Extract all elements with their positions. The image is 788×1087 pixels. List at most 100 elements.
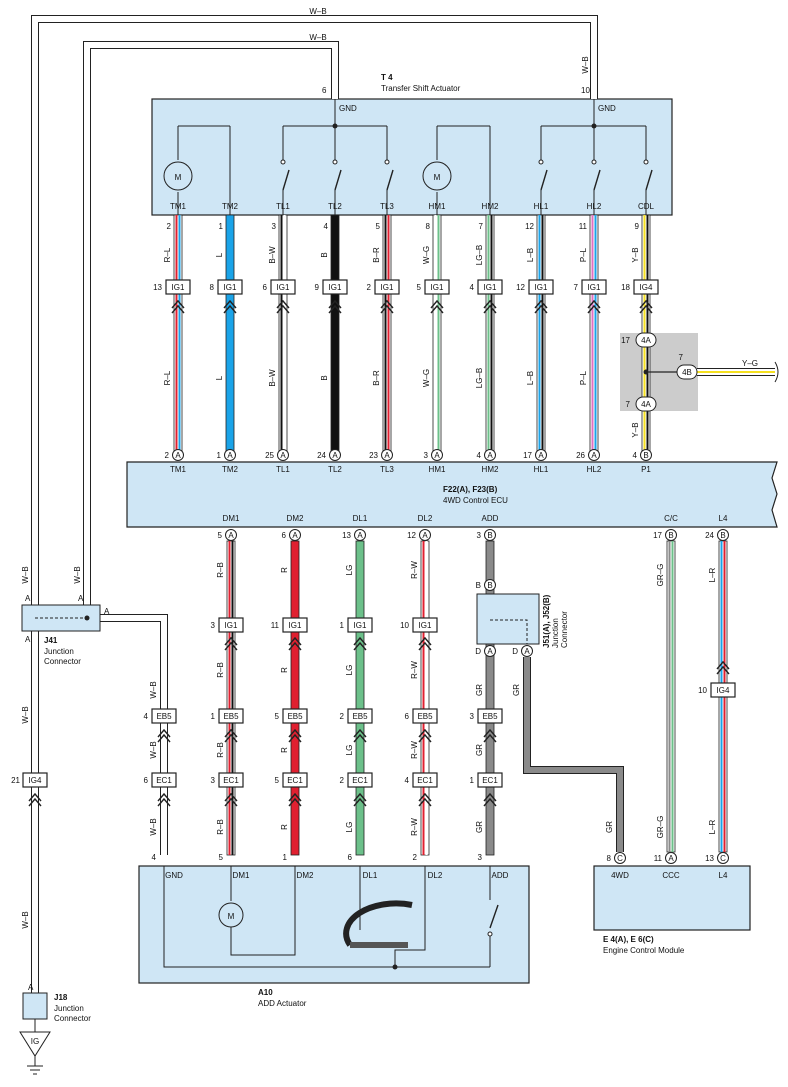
lower-dl2-wire-outer bbox=[420, 540, 430, 856]
lower-dl1-ec1-box bbox=[347, 772, 373, 788]
a10-term-5: ADD bbox=[492, 871, 509, 880]
term-tl2-t4pin: 4 bbox=[324, 222, 329, 231]
lower-dl1-chev1-1 bbox=[353, 636, 367, 646]
term-hm2-wirelabel-a-g: LG–B bbox=[475, 245, 484, 265]
cc-ecuconn-c bbox=[665, 529, 677, 541]
j41-pin-a4: A bbox=[25, 635, 31, 644]
term-tm2-ecuconn-l: A bbox=[227, 451, 233, 460]
lower-dm2-ecuconn-c bbox=[289, 529, 301, 541]
ecm-name: Engine Control Module bbox=[603, 946, 685, 955]
lower-dl2-ecuconn-l: A bbox=[422, 531, 428, 540]
term-hl2-chev-1 bbox=[587, 299, 601, 309]
term-tm2-wirelabel-a: L bbox=[215, 252, 224, 257]
j41-pin-a2: A bbox=[78, 594, 84, 603]
j41-ig4-label: IG4 bbox=[29, 776, 42, 785]
term-hl2-ecutop: HL2 bbox=[587, 465, 602, 474]
lower-dl2-ecuconn-c bbox=[419, 529, 431, 541]
wb-label-2: W–B bbox=[21, 566, 30, 583]
lower-dl1-chev3-1 bbox=[353, 792, 367, 802]
lower-dm1-wl-3-g: R–B bbox=[216, 742, 225, 758]
lower-dl1-ec1pin: 2 bbox=[340, 776, 345, 785]
t4-sw1-s2 bbox=[386, 169, 394, 191]
connectors: 2R–LIG113R–LA2TM11LIG18LA1TM23B–WIG16B–W… bbox=[11, 7, 758, 1075]
p1-wire-yb-g: Y–B bbox=[631, 422, 640, 437]
term-hm1-ig1-box bbox=[424, 279, 450, 295]
term-tl1-wirelabel-a-g: B–W bbox=[268, 246, 277, 264]
term-tl3-ig1-label: IG1 bbox=[381, 283, 394, 292]
lower-add-eb5-label: EB5 bbox=[482, 712, 498, 721]
lower-dl2-eb5-box bbox=[412, 708, 438, 724]
term-cdl-chev-1 bbox=[639, 299, 653, 309]
term-hm2-wirelabel-a: LG–B bbox=[475, 245, 484, 265]
cc-wl-1: GR–G bbox=[656, 564, 665, 587]
lower-dl1-ig1-box bbox=[347, 617, 373, 633]
cc-ecmconn-c bbox=[665, 852, 677, 864]
term-hl2-wire-outer bbox=[589, 214, 599, 455]
term-hm2-ecutop: HM2 bbox=[482, 465, 499, 474]
t4-sw2-s2 bbox=[645, 169, 653, 191]
j51-a2-c bbox=[521, 645, 533, 657]
j41-name2: Connector bbox=[44, 657, 81, 666]
lower-dm2-eb5-label: EB5 bbox=[287, 712, 303, 721]
gnd-ec1-label: EC1 bbox=[156, 776, 172, 785]
j41-chev-2 bbox=[28, 797, 42, 807]
a10-term-3: DL1 bbox=[363, 871, 378, 880]
gr-wl-ecm1-g: GR bbox=[512, 684, 521, 696]
j18-box bbox=[22, 992, 48, 1020]
lower-dm2-ec1-label: EC1 bbox=[287, 776, 303, 785]
ecm-term-2: L4 bbox=[719, 871, 728, 880]
l4-ecubot: L4 bbox=[719, 514, 728, 523]
term-hl2-ecuconn-l: A bbox=[591, 451, 597, 460]
term-tl1-chev-1 bbox=[276, 299, 290, 309]
lower-dm1-ecubot: DM1 bbox=[223, 514, 240, 523]
ecu-box bbox=[126, 461, 778, 528]
term-hm1-ig1pin: 5 bbox=[417, 283, 422, 292]
lower-dm1-wl-1-g: R–B bbox=[216, 562, 225, 578]
term-hl2-ig1pin: 7 bbox=[574, 283, 579, 292]
term-hl1-ig1-box bbox=[528, 279, 554, 295]
j51-name2: Connector bbox=[560, 611, 569, 648]
term-tl1-chev-2 bbox=[276, 304, 290, 314]
ecm-term-1: CCC bbox=[662, 871, 680, 880]
wb-label-4-g: W–B bbox=[21, 911, 30, 928]
a10-gnd-bus bbox=[163, 866, 490, 968]
wb-label-3: W–B bbox=[21, 706, 30, 723]
a10-term-1: DM1 bbox=[233, 871, 250, 880]
lower-dm1-ig1-label: IG1 bbox=[225, 621, 238, 630]
ecm-4wd-conn-l: C bbox=[617, 854, 623, 863]
a10-term-4: DL2 bbox=[428, 871, 443, 880]
lower-dm1-wire-outer bbox=[226, 540, 236, 856]
lower-dm1-wl-3: R–B bbox=[216, 742, 225, 758]
term-hm2-wirelabel-b: LG–B bbox=[475, 368, 484, 388]
term-tl2-wire-outer bbox=[330, 214, 340, 455]
lower-dl2-ig1-box bbox=[412, 617, 438, 633]
gr-wl-ecm1: GR bbox=[512, 684, 521, 696]
lower-dm2-ec1-box bbox=[282, 772, 308, 788]
lower-dm2-wl-3: R bbox=[280, 747, 289, 753]
j18-pin-a: A bbox=[28, 983, 34, 992]
lower-add-chev3-2 bbox=[483, 797, 497, 807]
term-hm2-chev-1 bbox=[483, 299, 497, 309]
a10-add-p bbox=[487, 931, 493, 937]
term-hm1-chev-1 bbox=[430, 299, 444, 309]
ecm-term-0: 4WD bbox=[611, 871, 629, 880]
j41-ig4pin: 21 bbox=[11, 776, 20, 785]
term-cdl-chev-2 bbox=[639, 304, 653, 314]
lower-dm2-wl-2-g: R bbox=[280, 667, 289, 673]
lower-dl2-wl-1-g: R–W bbox=[410, 561, 419, 579]
lower-add-chev2-2 bbox=[483, 733, 497, 743]
lower-dm1-chev3-1 bbox=[224, 792, 238, 802]
term-tm1-ecupin: 2 bbox=[165, 451, 170, 460]
l4-ig4pin: 10 bbox=[698, 686, 707, 695]
lower-dl1-ecuconn-c bbox=[354, 529, 366, 541]
term-hm1-chev-2 bbox=[430, 304, 444, 314]
lower-dl2-chev1-1 bbox=[418, 636, 432, 646]
term-tl3-wirelabel-b: B–R bbox=[372, 370, 381, 386]
lower-dl1-ig1pin: 1 bbox=[340, 621, 345, 630]
lower-add-j51b-c bbox=[484, 579, 496, 591]
lower-add-ec1-label: EC1 bbox=[482, 776, 498, 785]
t4-pin-gnd-right: 10 bbox=[581, 86, 590, 95]
lower-add-j51a-pin: D bbox=[475, 647, 481, 656]
term-cdl-ecutop: P1 bbox=[641, 465, 651, 474]
